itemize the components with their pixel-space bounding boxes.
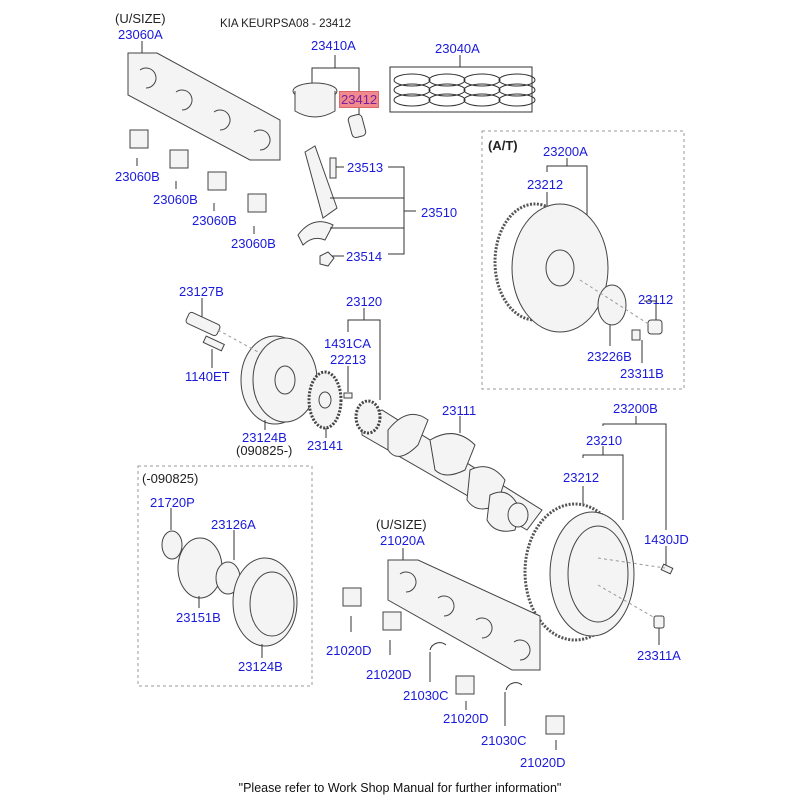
part-label-23124B-new[interactable]: 23124B: [242, 430, 287, 445]
part-label-23200B[interactable]: 23200B: [613, 401, 658, 416]
piston: [292, 55, 367, 139]
old-pulley-parts: [161, 508, 298, 658]
part-label-23120[interactable]: 23120: [346, 294, 383, 309]
part-label-21020D[interactable]: 21020D: [443, 711, 489, 726]
part-label-23311A[interactable]: 23311A: [637, 648, 681, 663]
bearing-shells-23060B: [129, 129, 267, 234]
part-label-23210[interactable]: 23210: [586, 433, 623, 448]
part-label-23410A[interactable]: 23410A: [311, 38, 356, 53]
main-bearing-set-lower: [387, 548, 541, 671]
group-usize-top: (U/SIZE): [115, 11, 166, 26]
part-label-23060B[interactable]: 23060B: [153, 192, 198, 207]
part-label-23127B[interactable]: 23127B: [179, 284, 224, 299]
part-label-21030C[interactable]: 21030C: [403, 688, 449, 703]
piston-rings: [389, 55, 536, 113]
part-label-1431CA[interactable]: 1431CA: [324, 336, 371, 351]
flywheel: [523, 416, 674, 645]
footer-note: "Please refer to Work Shop Manual for fu…: [238, 781, 562, 795]
part-label-21020A[interactable]: 21020A: [380, 533, 425, 548]
part-label-23141[interactable]: 23141: [307, 438, 344, 453]
part-label-23513[interactable]: 23513: [347, 160, 384, 175]
part-label-21020D[interactable]: 21020D: [520, 755, 566, 770]
part-label-23151B[interactable]: 23151B: [176, 610, 221, 625]
part-label-23514[interactable]: 23514: [346, 249, 383, 264]
main-bearing-set-upper: [127, 41, 281, 161]
group-old-date: (-090825): [142, 471, 199, 486]
part-label-22213[interactable]: 22213: [330, 352, 367, 367]
part-label-23060A[interactable]: 23060A: [118, 27, 163, 42]
part-label-23040A[interactable]: 23040A: [435, 41, 480, 56]
diagram-title: KIA KEURPSA08 - 23412: [220, 18, 352, 30]
old-pulley-group-box: [137, 465, 313, 687]
part-label-23311B[interactable]: 23311B: [620, 366, 664, 381]
part-label-21020D[interactable]: 21020D: [366, 667, 412, 682]
crankshaft: [354, 399, 543, 532]
part-label-1140ET[interactable]: 1140ET: [185, 369, 230, 384]
part-label-21720P[interactable]: 21720P: [150, 495, 195, 510]
part-label-23412-highlighted[interactable]: 23412: [339, 91, 380, 108]
part-label-23510[interactable]: 23510: [421, 205, 458, 220]
group-new-date: (090825-): [236, 443, 293, 458]
part-label-23060B[interactable]: 23060B: [231, 236, 276, 251]
part-label-21020D[interactable]: 21020D: [326, 643, 372, 658]
part-label-23060B[interactable]: 23060B: [192, 213, 237, 228]
part-label-23112[interactable]: 23112: [638, 292, 674, 307]
part-label-21030C[interactable]: 21030C: [481, 733, 527, 748]
part-label-1430JD[interactable]: 1430JD: [644, 532, 689, 547]
flex-plate: [493, 158, 663, 363]
part-label-23212-at[interactable]: 23212: [527, 177, 564, 192]
group-usize-bottom: (U/SIZE): [376, 517, 427, 532]
part-label-23126A[interactable]: 23126A: [211, 517, 256, 532]
part-label-23200A[interactable]: 23200A: [543, 144, 588, 159]
bearing-shells-21020D: [342, 587, 565, 750]
part-label-23124B-old[interactable]: 23124B: [238, 659, 283, 674]
part-label-23111[interactable]: 23111: [442, 403, 477, 418]
crank-pulley-new: [185, 298, 318, 430]
at-group-box: [481, 130, 685, 390]
part-label-23212-mt[interactable]: 23212: [563, 470, 600, 485]
group-at: (A/T): [488, 138, 518, 153]
part-label-23226B[interactable]: 23226B: [587, 349, 632, 364]
timing-sprocket: [307, 308, 381, 438]
connecting-rod: [297, 145, 416, 267]
part-label-23060B[interactable]: 23060B: [115, 169, 160, 184]
